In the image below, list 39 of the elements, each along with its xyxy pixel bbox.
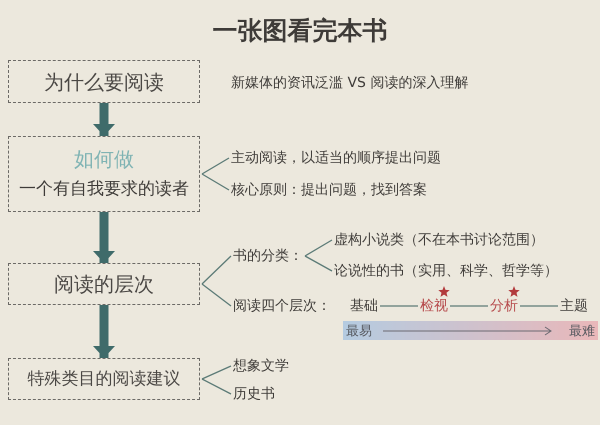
branch-text: 论说性的书（实用、科学、哲学等） <box>334 262 558 280</box>
bar-label: 最难 <box>569 323 595 340</box>
connector-line <box>520 305 558 307</box>
branch-text: 虚构小说类（不在本书讨论范围） <box>334 231 544 249</box>
connector-line <box>380 305 418 307</box>
step-box <box>8 136 200 212</box>
block-arrow <box>93 305 115 358</box>
branch-text: 想象文学 <box>233 357 289 375</box>
branch-text: 历史书 <box>233 385 275 403</box>
branch-text: 核心原则：提出问题，找到答案 <box>231 181 427 199</box>
branch-text: 基础 <box>350 297 378 315</box>
block-arrow <box>93 212 115 263</box>
step-box <box>8 60 200 103</box>
connector-line <box>304 239 332 257</box>
box-heading: 为什么要阅读 <box>44 68 164 96</box>
branch-text: 主题 <box>560 297 588 315</box>
box-text: 一个有自我要求的读者 <box>19 178 189 201</box>
block-arrow <box>93 103 115 136</box>
bar-label: 最易 <box>346 323 372 340</box>
connector-line <box>202 283 232 307</box>
connector-line <box>450 305 488 307</box>
connector-line <box>202 365 232 380</box>
branch-text: 阅读四个层次： <box>233 297 331 315</box>
note-text: 新媒体的资讯泛滥 VS 阅读的深入理解 <box>231 74 468 92</box>
branch-text: 检视 <box>420 297 448 315</box>
branch-text: 主动阅读，以适当的顺序提出问题 <box>231 149 441 167</box>
connector-line <box>202 157 230 175</box>
title: 一张图看完本书 <box>212 15 388 47</box>
connector-line <box>202 173 230 191</box>
box-heading: 阅读的层次 <box>54 271 154 298</box>
box-heading: 如何做 <box>74 146 134 173</box>
box-heading: 特殊类目的阅读建议 <box>28 368 180 391</box>
step-box <box>8 263 200 305</box>
step-box <box>8 358 200 400</box>
branch-text: 书的分类： <box>233 247 303 265</box>
branch-text: 分析 <box>490 297 518 315</box>
connector-line <box>202 256 232 284</box>
connector-line <box>304 255 332 272</box>
connector-line <box>202 378 232 395</box>
